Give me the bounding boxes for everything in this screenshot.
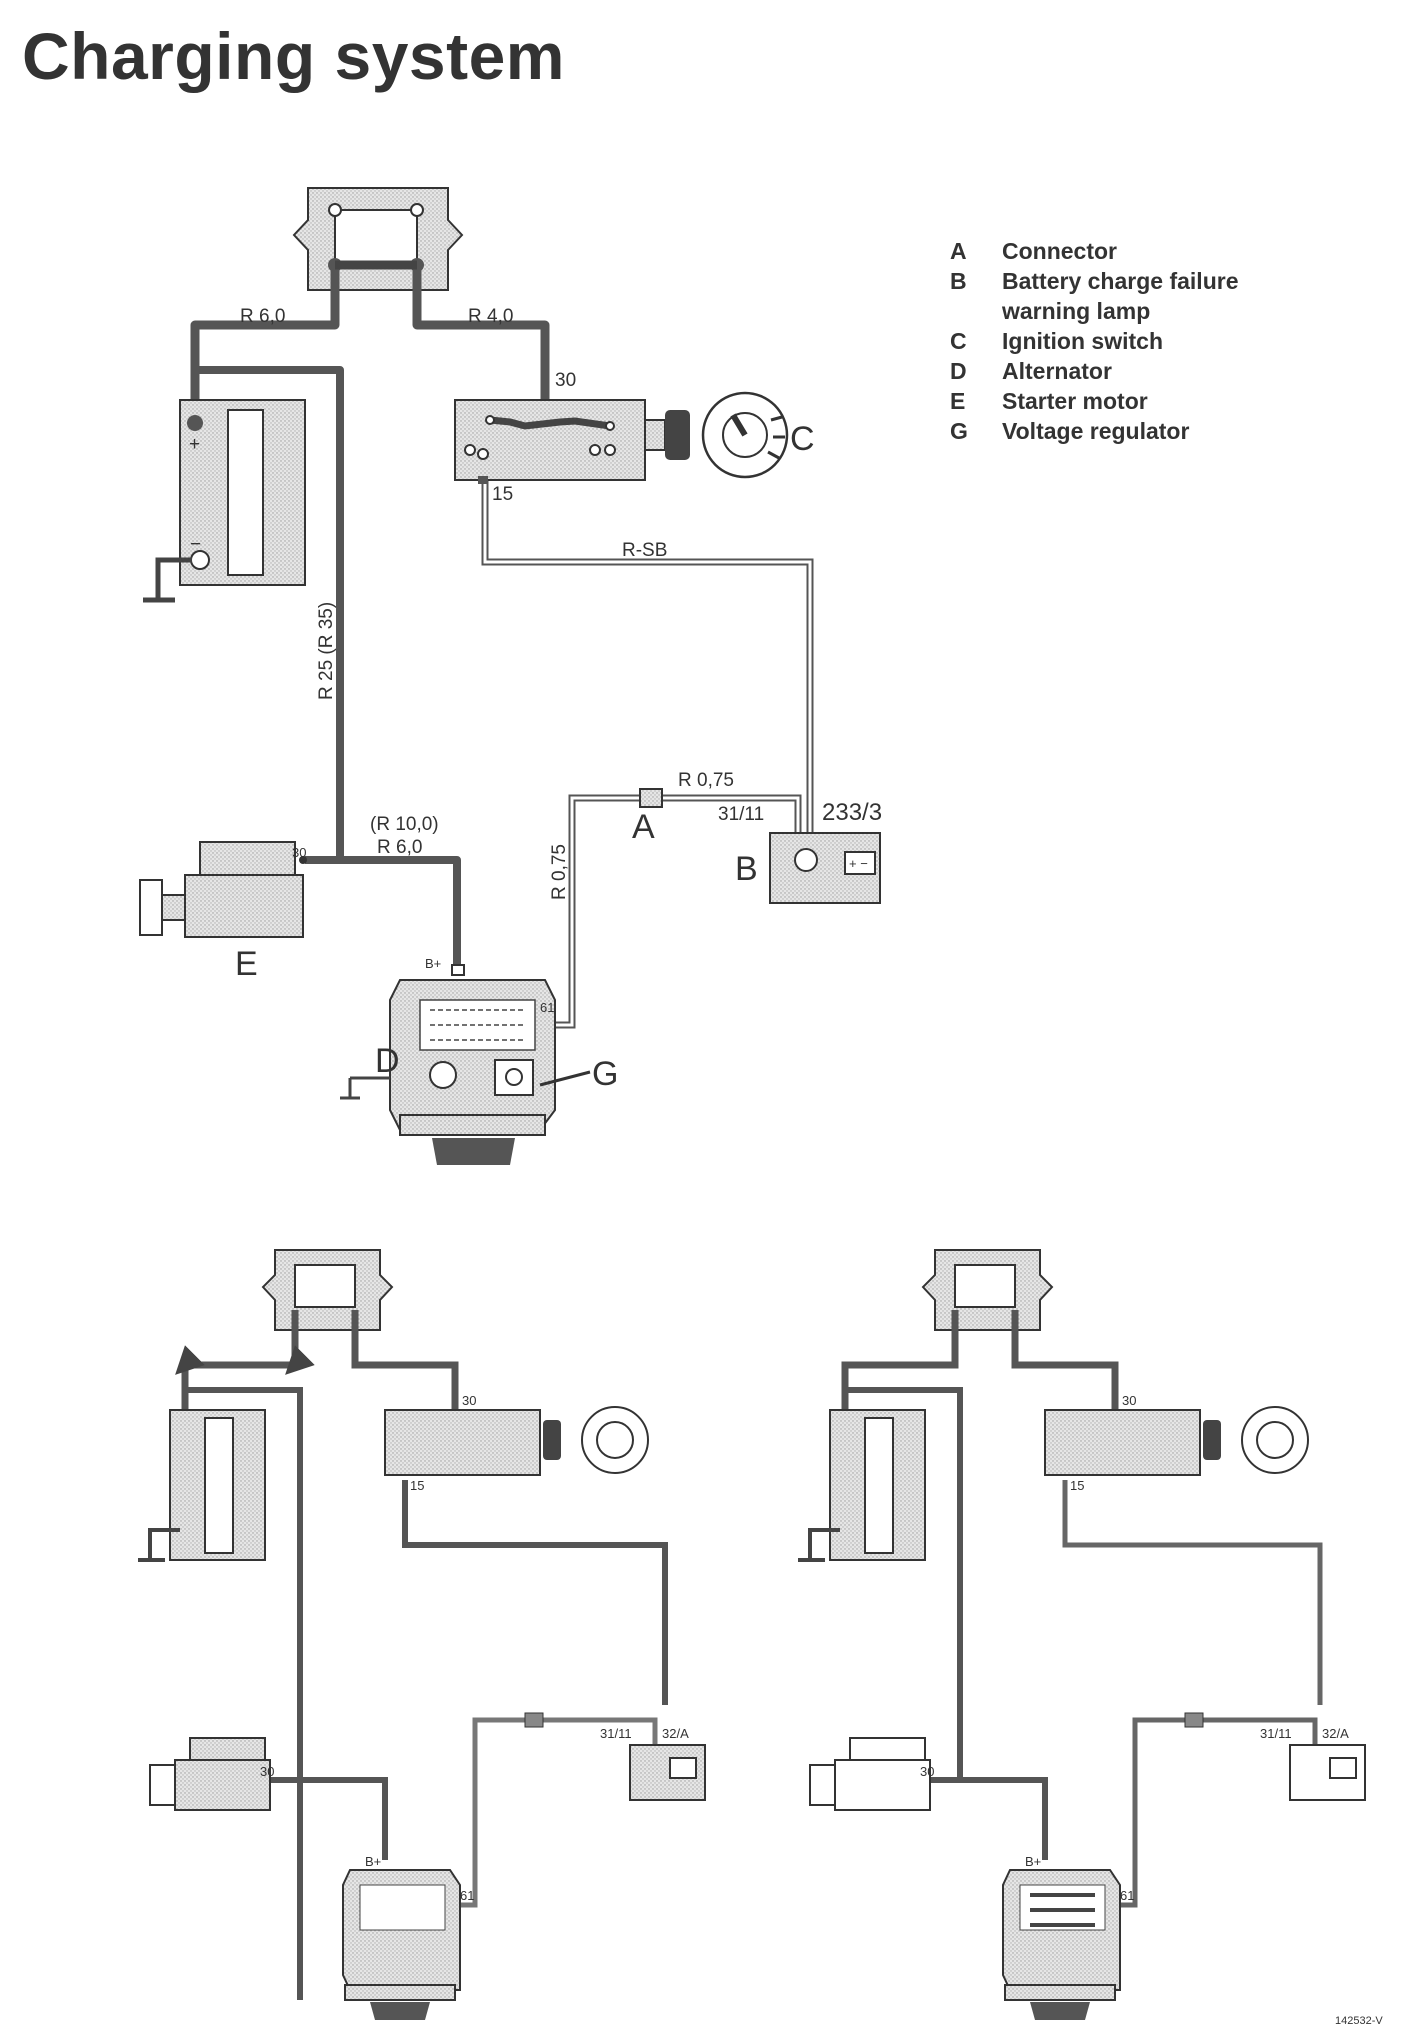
ignition-dial-icon	[701, 391, 789, 479]
label-r075-v: R 0,75	[549, 844, 570, 900]
battery-plus: +	[189, 434, 200, 455]
battery-minus: −	[190, 534, 201, 555]
label-t61: 61	[540, 1000, 554, 1015]
ignition-switch	[454, 399, 690, 484]
connector-block	[292, 187, 464, 291]
bottom-left-diagram: 30 15 30 B+ 61 31/11 32/A	[138, 1249, 706, 2020]
label-b-plus: B+	[425, 956, 441, 971]
br-t3111: 31/11	[1260, 1726, 1292, 1741]
main-labels: R 6,0 R 4,0 30 15 R-SB R 25 (R 35) (R 10…	[189, 306, 882, 1093]
starter-motor	[139, 841, 307, 938]
br-t61: 61	[1120, 1888, 1134, 1903]
label-t2333: 233/3	[822, 799, 882, 826]
br-t30-starter: 30	[920, 1764, 934, 1779]
label-t30: 30	[555, 370, 576, 391]
label-r25: R 25 (R 35)	[316, 602, 337, 700]
warning-lamp	[769, 832, 881, 904]
br-t32a: 32/A	[1322, 1726, 1349, 1741]
bl-t32a: 32/A	[662, 1726, 689, 1741]
bl-t3111: 31/11	[600, 1726, 632, 1741]
label-r40: R 4,0	[468, 306, 513, 327]
label-t30-starter: 30	[292, 845, 306, 860]
connector-a	[639, 788, 663, 808]
label-r60-bottom: R 6,0	[377, 837, 422, 858]
main-diagram: R 6,0 R 4,0 30 15 R-SB R 25 (R 35) (R 10…	[139, 187, 882, 1165]
label-rsb: R-SB	[622, 540, 667, 561]
br-b-plus: B+	[1025, 1854, 1041, 1869]
letter-c: C	[790, 420, 815, 458]
br-t30: 30	[1122, 1393, 1136, 1408]
letter-d: D	[375, 1042, 400, 1080]
bl-t30: 30	[462, 1393, 476, 1408]
bl-t30-starter: 30	[260, 1764, 274, 1779]
label-t15: 15	[492, 484, 513, 505]
bottom-right-diagram: 30 15 30 B+ 61 31/11 32/A	[798, 1249, 1366, 2020]
label-r100: (R 10,0)	[370, 814, 439, 835]
letter-g: G	[592, 1055, 618, 1093]
letter-b: B	[735, 850, 758, 888]
legend-item-b-cont: warning lamp	[1002, 298, 1151, 324]
bl-t15: 15	[410, 1478, 424, 1493]
lamp-symbol: + −	[849, 856, 868, 871]
alternator	[340, 964, 591, 1165]
letter-e: E	[235, 945, 258, 983]
bl-b-plus: B+	[365, 1854, 381, 1869]
label-r60-top: R 6,0	[240, 306, 285, 327]
label-r075-h: R 0,75	[678, 770, 734, 791]
figure-code: 142532-V	[1335, 2015, 1383, 2027]
br-t15: 15	[1070, 1478, 1084, 1493]
page-title: Charging system	[22, 19, 565, 93]
main-thin-wires	[481, 478, 814, 1029]
battery	[143, 399, 306, 603]
letter-a: A	[632, 808, 655, 846]
bl-t61: 61	[460, 1888, 474, 1903]
label-t3111: 31/11	[718, 804, 764, 825]
